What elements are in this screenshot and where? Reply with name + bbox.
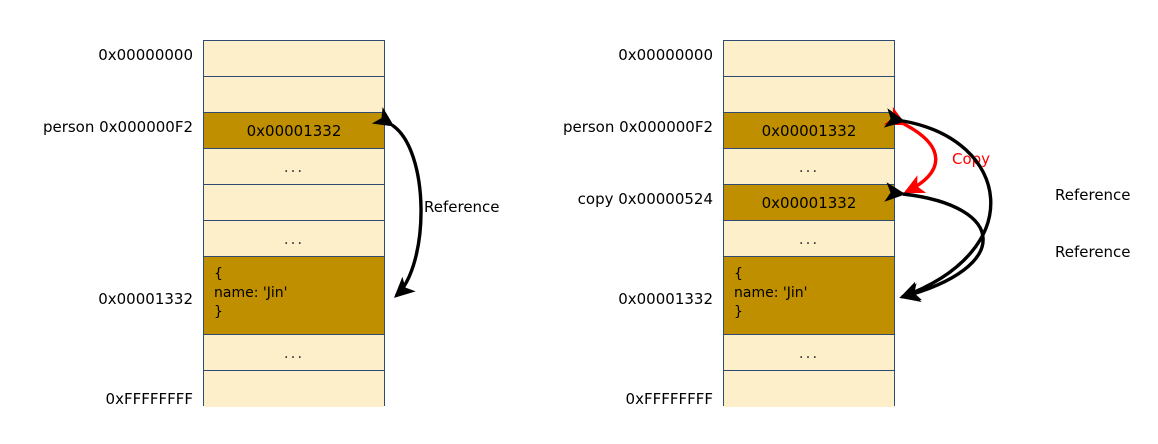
right-row-copy-pointer: 0x00001332 [724,185,894,221]
right-row-5: ... [724,221,894,257]
left-row-object: { name: 'Jin' } [204,257,384,335]
left-addr-label-object: 0x00001332 [98,290,193,308]
right-object-line-0: { [734,266,743,282]
right-addr-label-object: 0x00001332 [618,290,713,308]
right-row-object: { name: 'Jin' } [724,257,894,335]
left-row-4 [204,185,384,221]
right-person-pointer-value: 0x00001332 [761,121,857,140]
right-object-line-1: name: 'Jin' [734,285,808,301]
right-object-line-2: } [734,304,743,320]
left-addr-label-end: 0xFFFFFFFF [105,390,193,408]
left-row-0 [204,41,384,77]
right-copy-label: Copy [952,150,991,168]
left-person-pointer-value: 0x00001332 [246,121,342,140]
right-row-7: ... [724,335,894,371]
left-object-line-0: { [214,266,223,282]
left-memory-table: 0x00001332 ... ... { name: 'Jin' } ... [203,40,385,407]
left-row-person-pointer: 0x00001332 [204,113,384,149]
right-row-0 [724,41,894,77]
right-ellipsis-2: ... [798,229,820,248]
right-reference-label-2: Reference [1055,243,1131,261]
left-reference-label: Reference [424,198,500,216]
left-row-3: ... [204,149,384,185]
right-addr-label-end: 0xFFFFFFFF [625,390,713,408]
left-ellipsis-1: ... [283,157,305,176]
left-row-5: ... [204,221,384,257]
right-reference-arrow-copy [884,182,985,303]
right-row-8 [724,371,894,407]
right-addr-label-copy: copy 0x00000524 [577,190,713,208]
left-addr-label-person: person 0x000000F2 [42,118,193,136]
left-row-8 [204,371,384,407]
right-ellipsis-1: ... [798,157,820,176]
right-addr-label-0: 0x00000000 [618,46,713,64]
left-row-7: ... [204,335,384,371]
right-memory-table: 0x00001332 ... 0x00001332 ... { name: 'J… [723,40,895,407]
left-object-line-2: } [214,304,223,320]
left-ellipsis-3: ... [283,343,305,362]
right-row-1 [724,77,894,113]
right-copy-pointer-value: 0x00001332 [761,193,857,212]
left-reference-arrow [371,107,423,298]
right-reference-arrow-person [883,108,993,301]
right-row-person-pointer: 0x00001332 [724,113,894,149]
right-reference-label-1: Reference [1055,186,1131,204]
right-ellipsis-3: ... [798,343,820,362]
left-row-1 [204,77,384,113]
left-addr-label-0: 0x00000000 [98,46,193,64]
left-object-line-1: name: 'Jin' [214,285,288,301]
right-copy-arrow [883,107,938,194]
right-row-3: ... [724,149,894,185]
right-addr-label-person: person 0x000000F2 [562,118,713,136]
left-ellipsis-2: ... [283,229,305,248]
